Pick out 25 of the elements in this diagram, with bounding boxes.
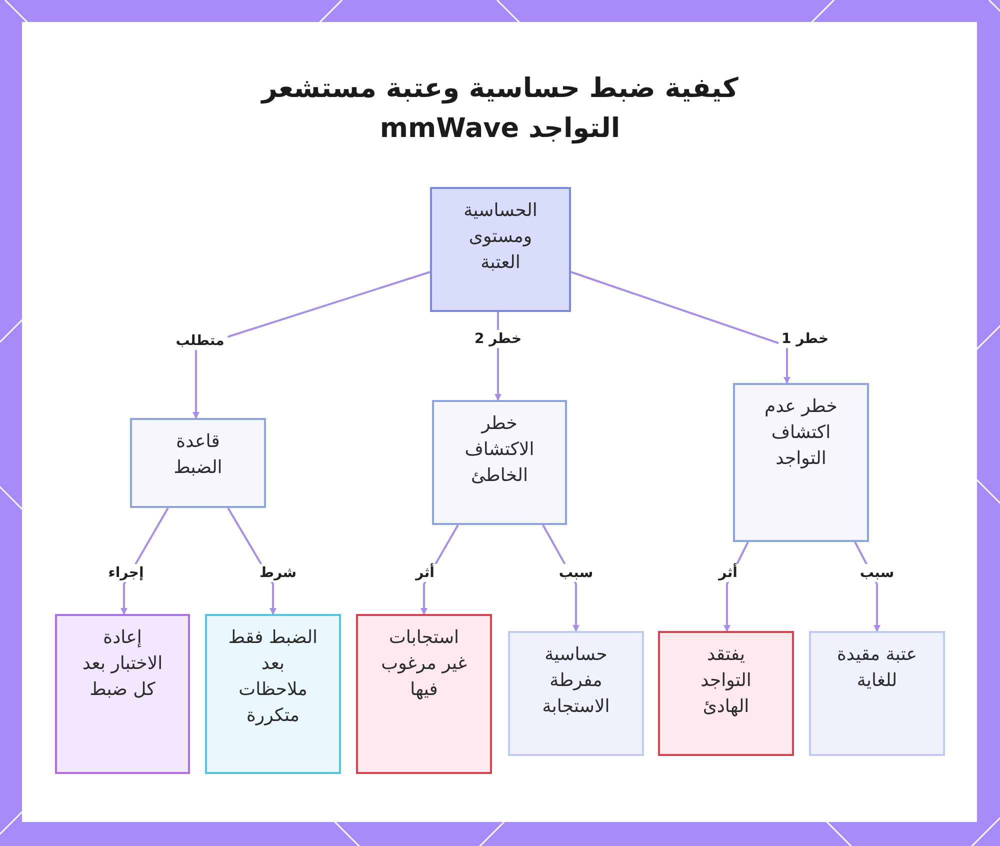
process-box <box>356 614 492 774</box>
node-label: عتبة مقيدة للغاية <box>836 643 918 693</box>
topic-box <box>430 187 571 312</box>
node-label: الحساسية ومستوى العتبة <box>462 199 538 275</box>
node-label: الضبط فقط بعد ملاحظات متكررة <box>227 626 319 728</box>
process-box <box>432 400 567 525</box>
node-label: يفتقد التواجد الهادئ <box>700 643 752 719</box>
node-label: استجابات غير مرغوب فيها <box>380 626 468 702</box>
node-label: قاعدة الضبط <box>172 430 224 480</box>
edge-label: أثر <box>716 564 740 582</box>
connector-arrow <box>570 271 790 384</box>
process-box <box>508 631 644 756</box>
process-box <box>130 418 266 508</box>
node-label: إعادة الاختبار بعد كل ضبط <box>81 626 164 702</box>
process-box <box>658 631 794 756</box>
edge-label: أثر <box>412 564 438 582</box>
process-box <box>733 383 869 542</box>
diagram-title: كيفية ضبط حساسية وعتبة مستشعر التواجد mmWave <box>260 72 740 146</box>
node-label: خطر عدم اكتشاف التواجد <box>764 395 838 471</box>
connector-arrow <box>192 271 430 419</box>
process-box <box>809 631 945 756</box>
process-box <box>205 614 341 774</box>
node-label: حساسية مفرطة الاستجابة <box>541 643 611 719</box>
process-box <box>55 614 190 774</box>
node-label: خطر الاكتشاف الخاطئ <box>464 412 536 488</box>
